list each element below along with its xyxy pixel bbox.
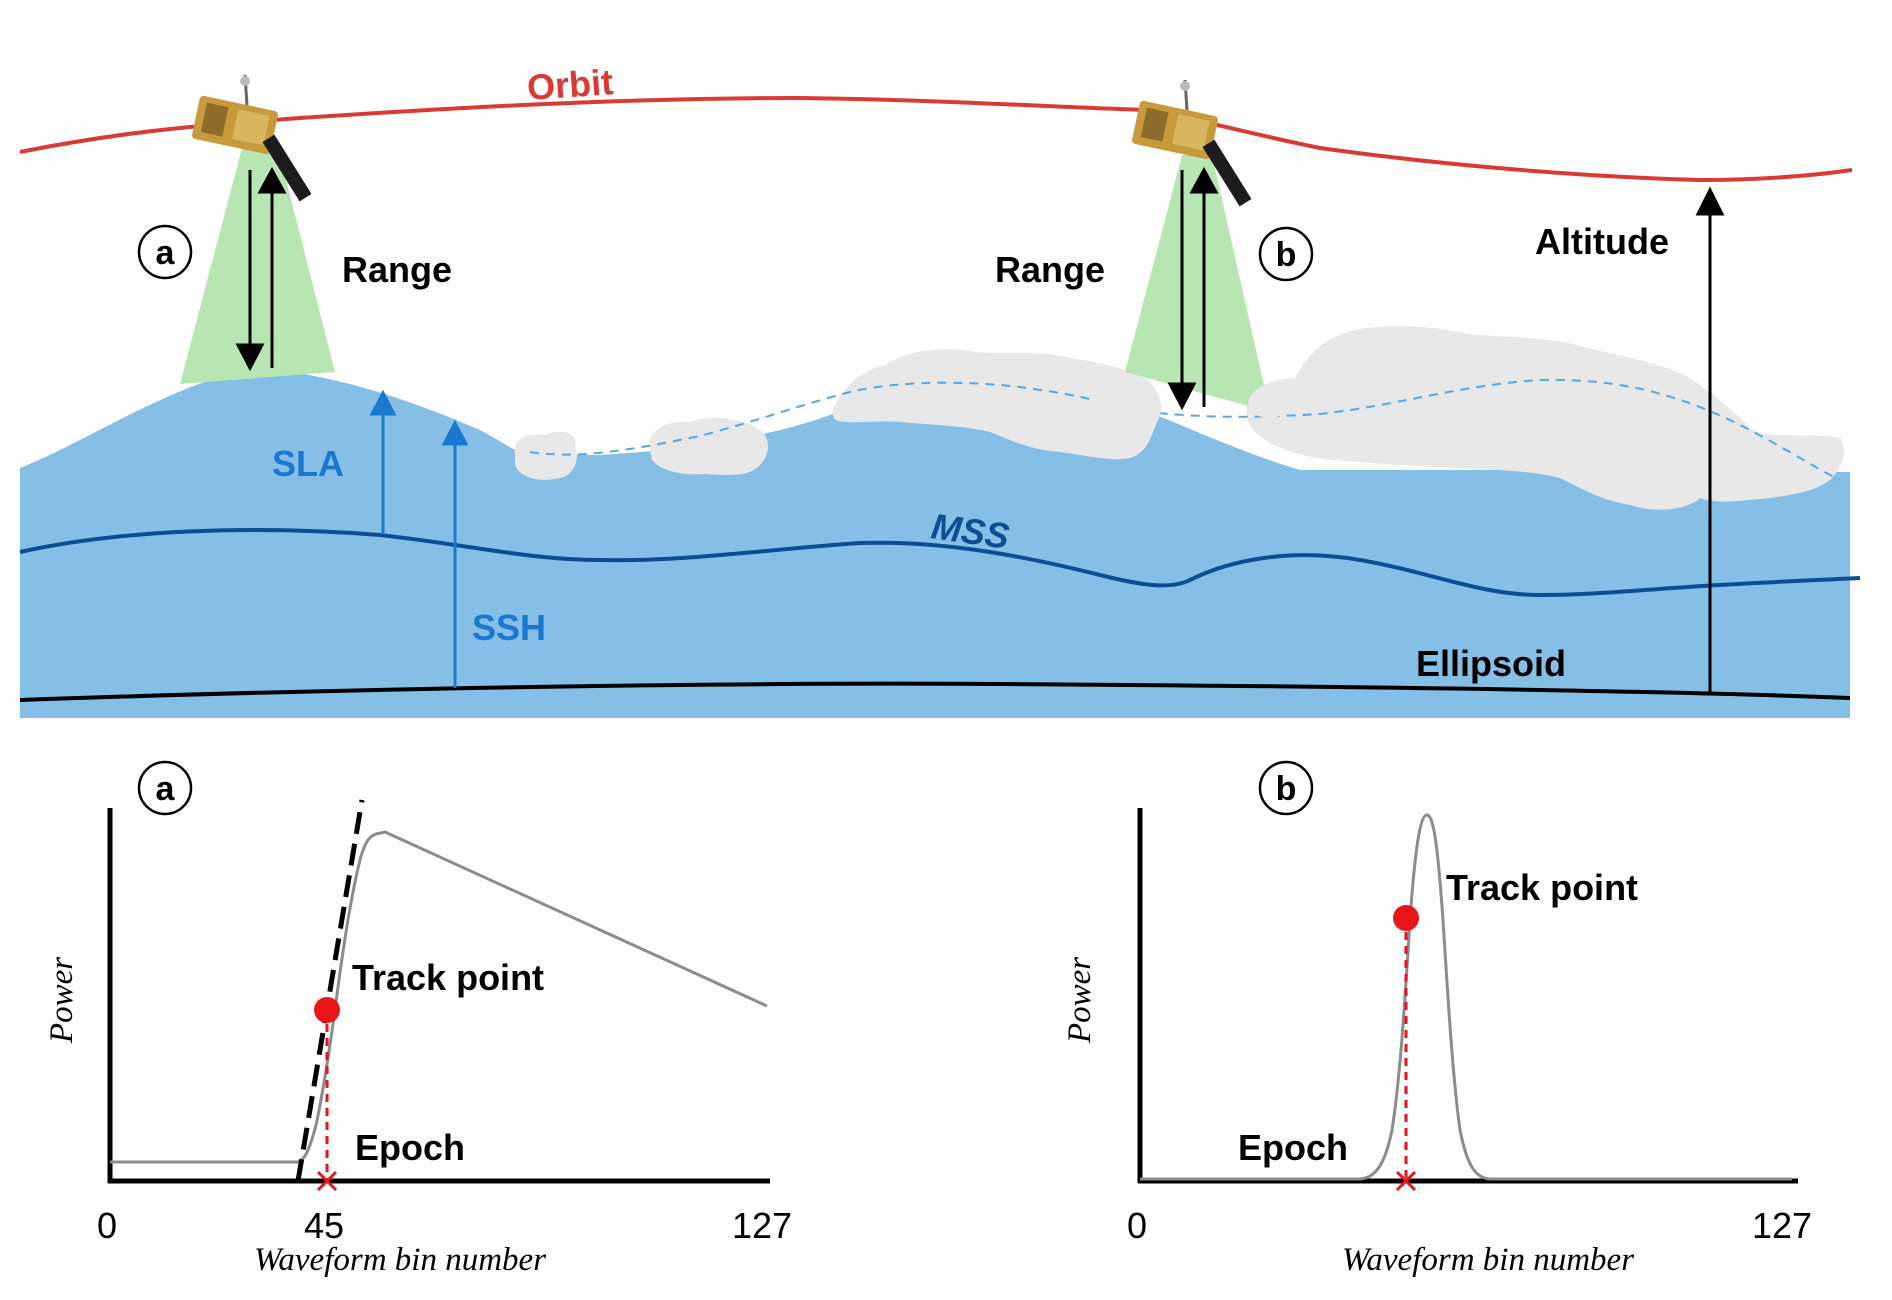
sea-ice-floe bbox=[514, 431, 577, 480]
satellite-icon bbox=[1132, 79, 1252, 207]
tick-45-a: 45 bbox=[304, 1205, 344, 1246]
satellite-icon bbox=[192, 74, 312, 202]
top-diagram: Orbit Range Range Altitude SLA SSH MSS E… bbox=[19, 61, 1861, 718]
circled-letter-icon bbox=[1258, 226, 1314, 282]
epoch-cross-b bbox=[1395, 1170, 1417, 1192]
circled-letter-icon bbox=[1258, 760, 1314, 816]
altitude-arrow bbox=[1695, 186, 1725, 692]
y-axis-label-a: Power bbox=[44, 957, 80, 1044]
ssh-arrow bbox=[441, 419, 469, 688]
tick-0-b: 0 bbox=[1127, 1205, 1147, 1246]
sea-ice-floe bbox=[1248, 378, 1297, 419]
marker-b-bottom-text: b bbox=[1276, 770, 1297, 808]
marker-a-bottom: a bbox=[137, 760, 193, 816]
epoch-cross-a bbox=[316, 1170, 338, 1192]
epoch-label-b: Epoch bbox=[1238, 1127, 1348, 1168]
sea-ice-floe bbox=[649, 417, 768, 476]
mss-line bbox=[19, 528, 1861, 598]
waveform-curve-b bbox=[1140, 813, 1792, 1181]
circled-letter-icon bbox=[137, 224, 193, 280]
sla-label: SLA bbox=[272, 443, 344, 484]
marker-a-top: a bbox=[137, 224, 193, 280]
radar-footprint-a bbox=[180, 148, 335, 384]
tick-0-a: 0 bbox=[97, 1205, 117, 1246]
ellipsoid-line bbox=[19, 681, 1851, 702]
ocean-body bbox=[20, 368, 1850, 718]
tick-127-a: 127 bbox=[732, 1205, 792, 1246]
range-label-a: Range bbox=[342, 249, 452, 290]
epoch-label-a: Epoch bbox=[355, 1127, 465, 1168]
ellipsoid-label: Ellipsoid bbox=[1416, 643, 1566, 684]
range-arrows-b bbox=[1167, 166, 1219, 411]
ssh-label: SSH bbox=[472, 607, 546, 648]
x-axis-label-a: Waveform bin number bbox=[254, 1242, 546, 1278]
sea-ice-floe bbox=[832, 349, 1162, 460]
x-axis-label-b: Waveform bin number bbox=[1342, 1242, 1634, 1278]
y-axis-label-b: Power bbox=[1062, 957, 1098, 1044]
track-point-label-a: Track point bbox=[352, 957, 544, 998]
marker-a-text: a bbox=[156, 234, 176, 272]
altitude-label: Altitude bbox=[1535, 221, 1669, 262]
marker-a-bottom-text: a bbox=[156, 770, 176, 808]
marker-b-bottom: b bbox=[1258, 760, 1314, 816]
tick-127-b: 127 bbox=[1752, 1205, 1812, 1246]
sea-ice-floe bbox=[1088, 362, 1162, 458]
track-point-label-b: Track point bbox=[1446, 867, 1638, 908]
marker-b-text: b bbox=[1276, 236, 1297, 274]
sea-ice-floe bbox=[1246, 326, 1845, 510]
range-label-b: Range bbox=[995, 249, 1105, 290]
sea-ice-group bbox=[514, 326, 1845, 510]
waveform-panel-b: b Track point Epoch 0 127 Waveform bin n… bbox=[1062, 760, 1812, 1278]
leading-edge-tangent-a bbox=[295, 799, 365, 1182]
waveform-panel-a: a Track point Epoch 0 45 127 Waveform bi… bbox=[44, 760, 792, 1278]
orbit-line bbox=[19, 95, 1853, 183]
track-point-a bbox=[314, 997, 340, 1023]
radar-footprint-b bbox=[1125, 155, 1270, 412]
orbit-label: Orbit bbox=[526, 61, 615, 108]
marker-b-top: b bbox=[1258, 226, 1314, 282]
circled-letter-icon bbox=[137, 760, 193, 816]
track-point-b bbox=[1393, 905, 1419, 931]
sla-arrow bbox=[369, 389, 397, 534]
range-arrows-a bbox=[235, 166, 287, 372]
